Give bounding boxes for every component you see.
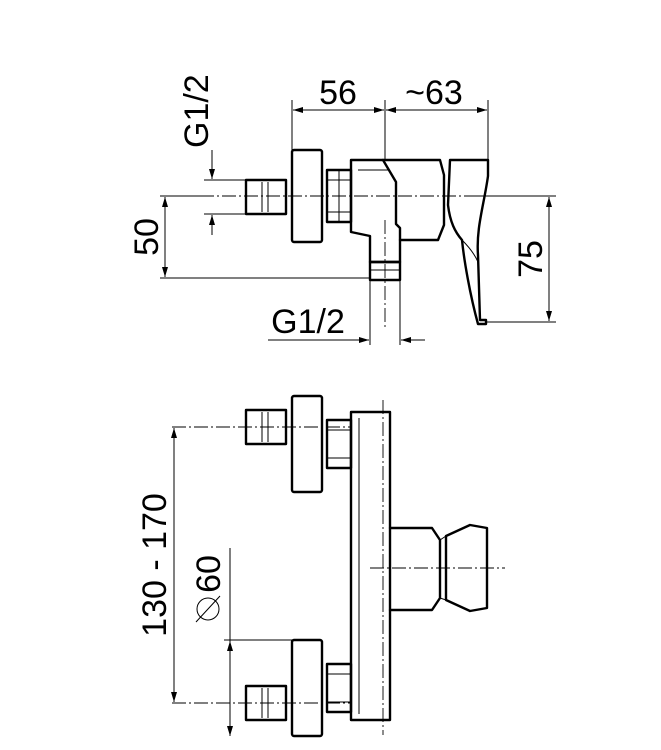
lever-handle <box>446 158 490 326</box>
dim-50-label: 50 <box>128 218 166 256</box>
mixer-body-rear <box>381 158 446 242</box>
union-nut <box>325 168 353 224</box>
lower-wall-flange <box>290 638 324 738</box>
dim-g12-bottom-label: G1/2 <box>271 303 345 341</box>
inlet-nipple <box>244 178 288 216</box>
lever-handle-detail <box>461 239 479 263</box>
lower-union-nut <box>325 662 353 714</box>
cartridge-housing <box>388 526 442 612</box>
dim-75-label: 75 <box>512 240 550 278</box>
dim-56-label: 56 <box>319 74 357 112</box>
mixer-body-vertical <box>349 410 392 722</box>
dim-diameter-label: 60 <box>190 555 228 593</box>
dim-centers-label: 130 - 170 <box>136 493 174 637</box>
wall-flange <box>290 148 324 244</box>
dim-63-label: ~63 <box>405 74 463 112</box>
upper-wall-flange <box>290 394 324 494</box>
front-view: 130 - 170 60 <box>136 394 505 738</box>
outlet-stub <box>368 260 402 282</box>
dim-g12-top-label: G1/2 <box>178 74 216 148</box>
side-view: 56 ~63 G1/2 50 75 G1/2 <box>128 74 556 345</box>
diameter-symbol-icon <box>195 595 221 623</box>
mixer-body <box>349 158 402 264</box>
